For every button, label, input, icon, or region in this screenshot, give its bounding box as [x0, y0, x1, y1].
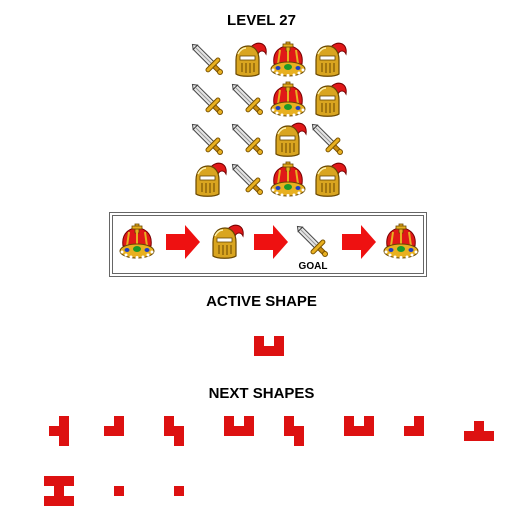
sequence-sword-icon — [293, 222, 333, 262]
goal-sequence-inner: GOAL — [112, 215, 424, 274]
shape-block — [244, 426, 254, 436]
shape-block — [404, 426, 414, 436]
shape-block — [174, 436, 184, 446]
shape-block — [274, 346, 284, 356]
shape-block — [294, 426, 304, 436]
shape-block — [59, 436, 69, 446]
shape-block — [59, 426, 69, 436]
active-shape-title: ACTIVE SHAPE — [206, 293, 317, 310]
sequence-crown-icon — [117, 222, 157, 262]
sword-icon[interactable] — [188, 40, 228, 80]
shape-block — [254, 346, 264, 356]
goal-label: GOAL — [298, 261, 328, 272]
next-shape[interactable] — [404, 416, 424, 436]
sequence-helmet-icon — [205, 222, 245, 262]
shape-block — [224, 416, 234, 426]
next-shape[interactable] — [114, 486, 124, 496]
sword-icon[interactable] — [308, 120, 348, 160]
shape-block — [174, 426, 184, 436]
shape-block — [294, 436, 304, 446]
shape-block — [54, 476, 64, 486]
next-shape[interactable] — [224, 416, 254, 436]
helmet-icon[interactable] — [228, 40, 268, 80]
shape-block — [254, 336, 264, 346]
next-shape[interactable] — [464, 421, 494, 441]
sword-icon[interactable] — [228, 120, 268, 160]
shape-block — [54, 486, 64, 496]
crown-icon[interactable] — [268, 80, 308, 120]
shape-block — [284, 416, 294, 426]
sword-icon[interactable] — [228, 80, 268, 120]
level-title: LEVEL 27 — [227, 12, 296, 29]
shape-block — [344, 426, 354, 436]
shape-block — [464, 431, 474, 441]
next-shape[interactable] — [284, 416, 304, 446]
shape-block — [284, 426, 294, 436]
shape-block — [164, 426, 174, 436]
helmet-icon[interactable] — [308, 160, 348, 200]
shape-block — [344, 416, 354, 426]
shape-block — [364, 426, 374, 436]
next-shape[interactable] — [164, 416, 184, 446]
sword-icon[interactable] — [188, 80, 228, 120]
active-shape[interactable] — [254, 336, 284, 356]
shape-block — [164, 416, 174, 426]
shape-block — [484, 431, 494, 441]
shape-block — [64, 496, 74, 506]
shape-block — [474, 421, 484, 431]
shape-block — [364, 416, 374, 426]
shape-block — [54, 496, 64, 506]
shape-block — [64, 476, 74, 486]
shape-block — [114, 426, 124, 436]
goal-sequence-panel: GOAL — [109, 212, 427, 277]
shape-block — [44, 476, 54, 486]
shape-block — [49, 426, 59, 436]
crown-icon[interactable] — [268, 40, 308, 80]
sword-icon[interactable] — [228, 160, 268, 200]
next-shape[interactable] — [104, 416, 124, 436]
helmet-icon[interactable] — [188, 160, 228, 200]
helmet-icon[interactable] — [308, 80, 348, 120]
sword-icon[interactable] — [188, 120, 228, 160]
shape-block — [104, 426, 114, 436]
next-shape[interactable] — [49, 416, 69, 446]
arrow-right-icon — [165, 224, 201, 265]
arrow-right-icon — [341, 224, 377, 265]
shape-block — [44, 496, 54, 506]
sequence-crown-icon — [381, 222, 421, 262]
helmet-icon[interactable] — [308, 40, 348, 80]
crown-icon[interactable] — [268, 160, 308, 200]
shape-block — [274, 336, 284, 346]
game-board[interactable] — [188, 40, 348, 200]
shape-block — [354, 426, 364, 436]
shape-block — [114, 416, 124, 426]
shape-block — [114, 486, 124, 496]
shape-block — [474, 431, 484, 441]
shape-block — [414, 426, 424, 436]
arrow-right-icon — [253, 224, 289, 265]
shape-block — [59, 416, 69, 426]
shape-block — [174, 486, 184, 496]
shape-block — [244, 416, 254, 426]
shape-block — [224, 426, 234, 436]
next-shape[interactable] — [344, 416, 374, 436]
helmet-icon[interactable] — [268, 120, 308, 160]
shape-block — [264, 346, 274, 356]
shape-block — [414, 416, 424, 426]
next-shape[interactable] — [174, 486, 184, 496]
next-shape[interactable] — [44, 476, 74, 506]
shape-block — [234, 426, 244, 436]
next-shapes-title: NEXT SHAPES — [208, 385, 315, 402]
